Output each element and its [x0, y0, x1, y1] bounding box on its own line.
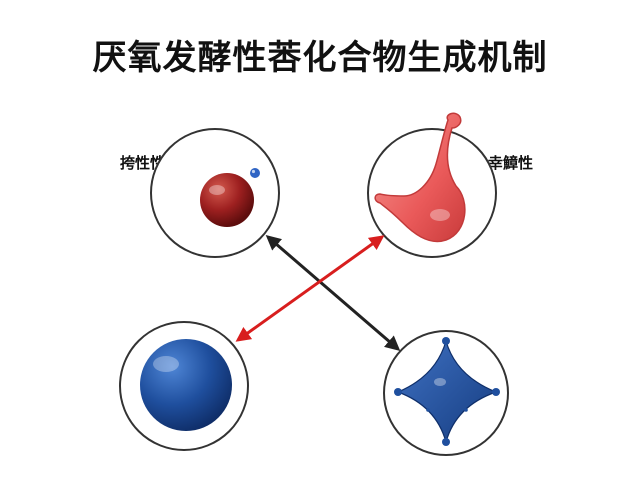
node-blue-sphere	[119, 321, 249, 451]
arrow-red	[235, 235, 385, 342]
node-dark-red-sphere	[150, 128, 280, 258]
node-blue-star	[383, 330, 509, 456]
arrow-black	[265, 235, 401, 351]
label-top-right: 幸鱆性	[488, 154, 534, 172]
stomach-shape-icon	[374, 112, 466, 243]
dark-red-sphere-icon	[200, 168, 260, 227]
node-stomach-shape	[367, 112, 497, 258]
page-title: 厌氧发酵性莕化合物生成机制	[92, 38, 548, 78]
blue-four-point-star-icon	[394, 337, 500, 446]
blue-sphere-icon	[140, 339, 232, 431]
